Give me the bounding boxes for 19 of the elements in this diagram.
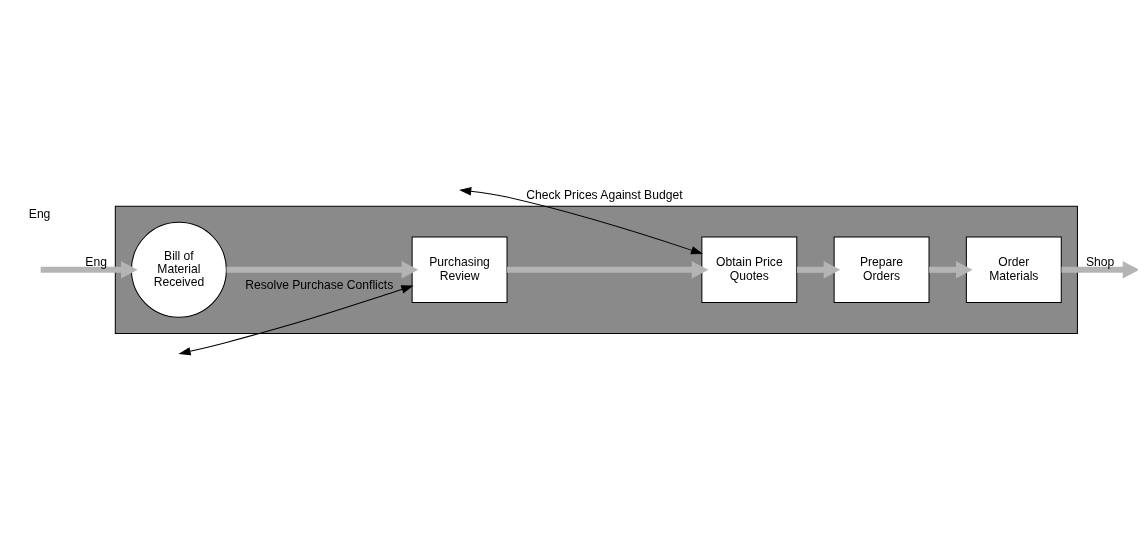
node-box: Obtain Price Quotes <box>701 236 798 304</box>
node-circle: Bill of Material Received <box>130 221 227 318</box>
node-box: Purchasing Review <box>411 236 508 304</box>
node-box: Prepare Orders <box>833 236 930 304</box>
arrow <box>929 261 973 279</box>
arrow <box>178 285 414 356</box>
edge-label: Resolve Purchase Conflicts <box>245 277 394 292</box>
arrow <box>796 261 841 279</box>
node-box: Order Materials <box>965 236 1062 304</box>
label: Eng <box>28 207 51 222</box>
arrow <box>1061 261 1138 279</box>
edge-label: Check Prices Against Budget <box>526 187 683 202</box>
arrow <box>226 261 419 279</box>
arrow <box>40 261 138 279</box>
edge-label: Eng <box>85 255 107 270</box>
arrow <box>507 261 709 279</box>
edge-label: Shop <box>1086 255 1115 270</box>
arrow <box>459 187 704 255</box>
cluster <box>114 205 1078 334</box>
